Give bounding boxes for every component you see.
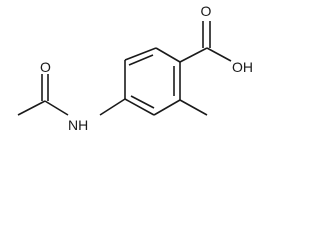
amide-nitrogen-label: NH	[68, 117, 88, 133]
hydroxyl-label: OH	[232, 59, 253, 75]
ring-bond-c1-c2	[155, 47, 181, 63]
bond-nh-to-carbonyl	[44, 100, 69, 116]
bond-carbonyl-to-methyl	[17, 100, 46, 116]
ring-bond-c4-c5-inner	[130, 95, 155, 109]
bond-ring-to-nh	[99, 98, 126, 116]
ring-bond-c2-c3-inner	[128, 54, 154, 66]
carboxyl-oxygen-label: O	[201, 3, 212, 19]
amide-oxygen-label: O	[40, 59, 51, 75]
chemical-structure: O OH O NH	[17, 3, 253, 133]
ring-bond-c2-c3	[124, 47, 157, 61]
carboxylic-acid-group: O OH	[179, 3, 253, 75]
bond-ring-to-methyl	[179, 99, 208, 116]
methyl-group	[179, 99, 208, 116]
acetamido-group: O NH	[17, 59, 126, 133]
bond-ring-to-carboxyl	[179, 47, 208, 63]
ring-bond-c5-c6	[153, 99, 181, 116]
ring-bond-c4-c5	[124, 98, 155, 116]
benzene-ring	[124, 47, 181, 116]
bond-carboxyl-to-oh	[206, 47, 232, 62]
